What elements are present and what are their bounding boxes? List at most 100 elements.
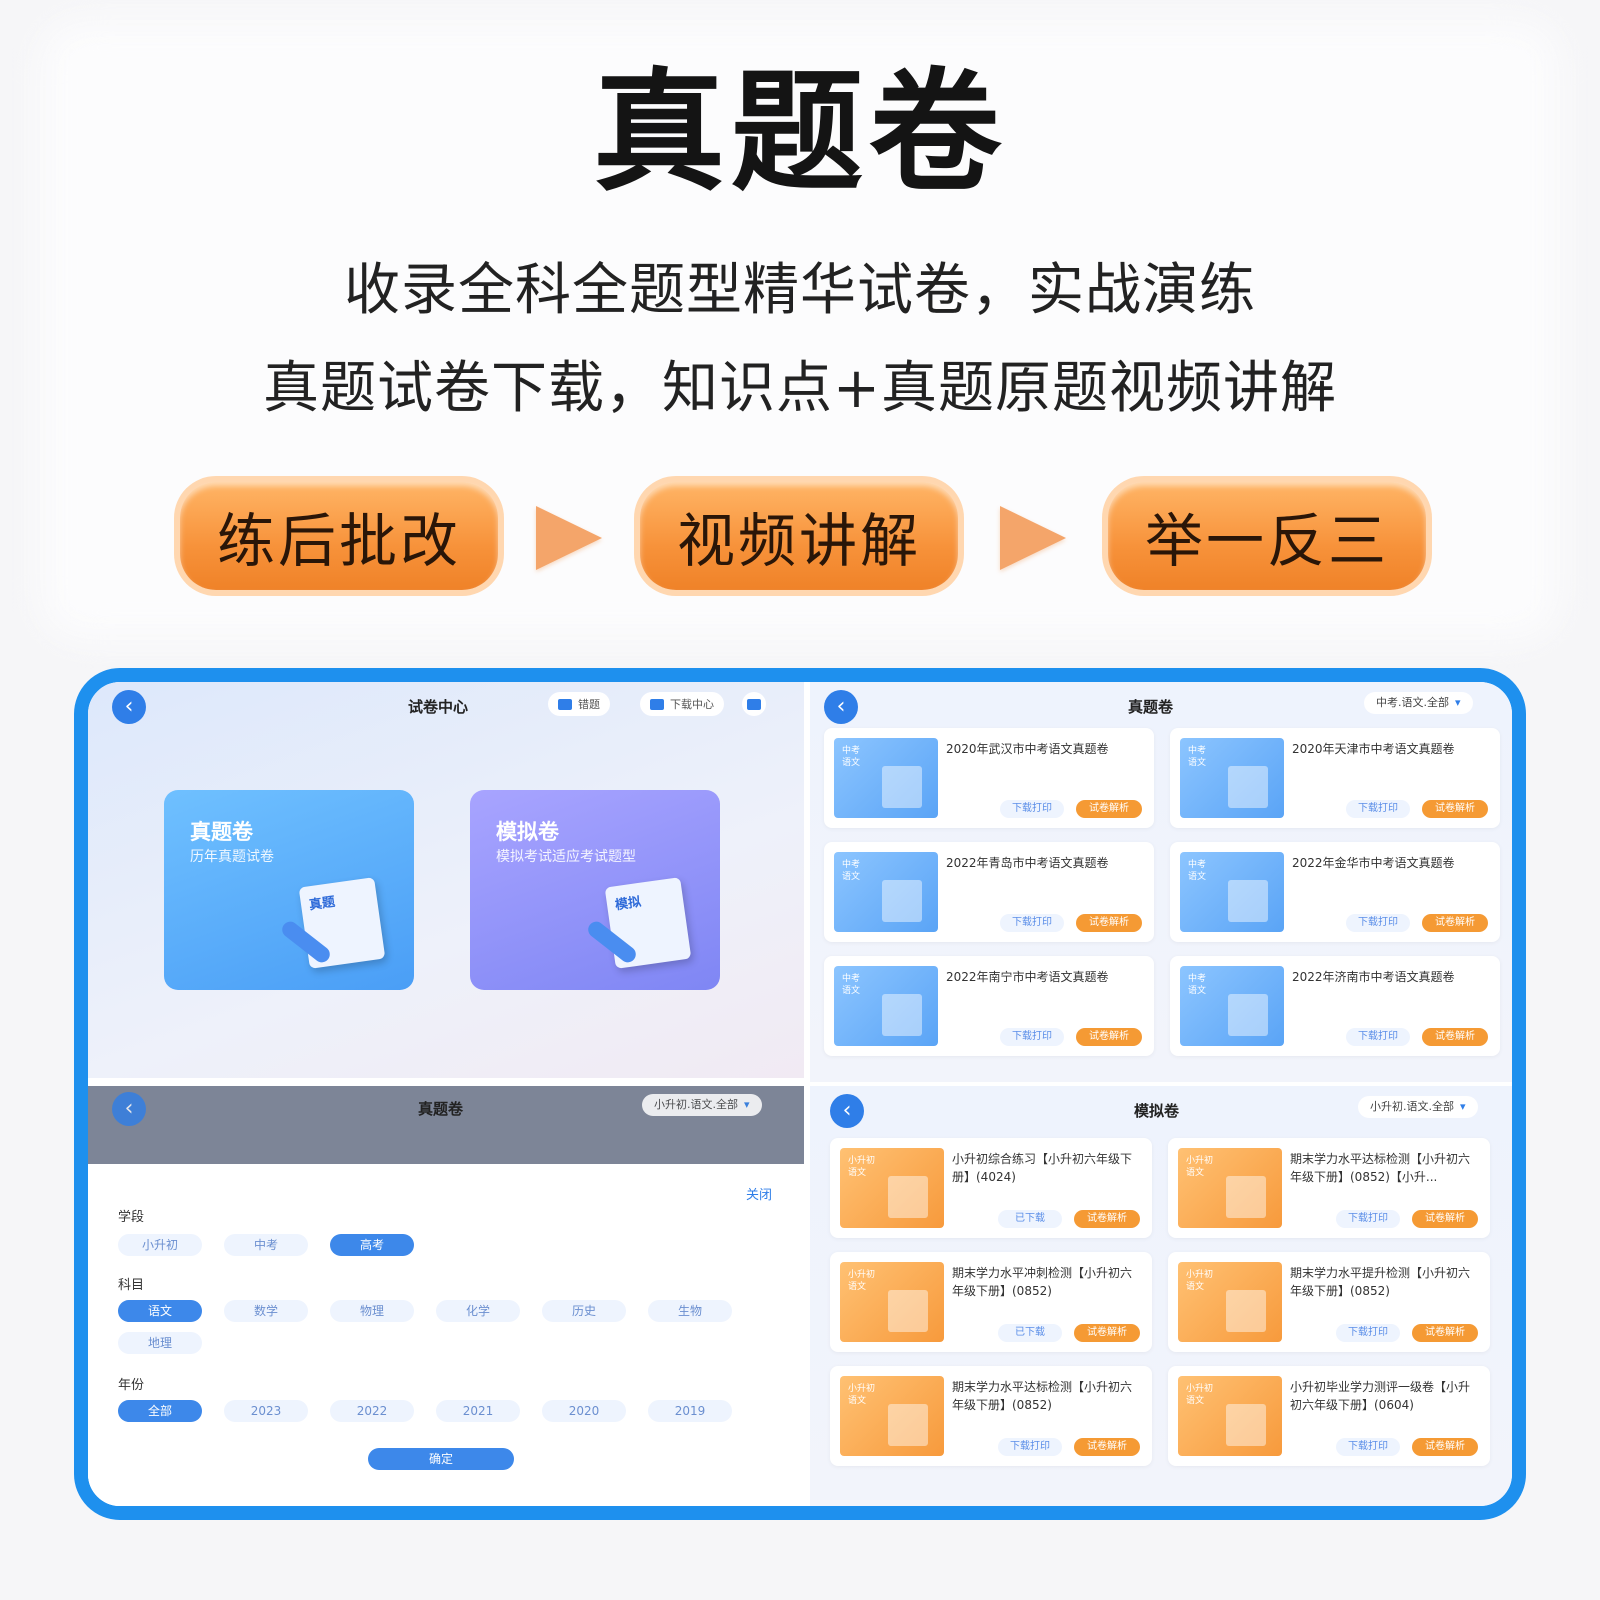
download-button[interactable]: 下载打印 <box>1000 914 1064 932</box>
answer-button[interactable]: 试卷解析 <box>1422 1028 1488 1046</box>
download-button[interactable]: 下载打印 <box>998 1438 1062 1456</box>
exam-card[interactable]: 小升初 语文期末学力水平达标检测【小升初六年级下册】(0852)【小升...下载… <box>1168 1138 1490 1238</box>
subject-tag: 小升初 语文 <box>1186 1384 1214 1406</box>
download-button[interactable]: 下载打印 <box>1336 1324 1400 1342</box>
step-pill-3: 举一反三 <box>1108 482 1426 590</box>
download-button[interactable]: 下载打印 <box>1346 800 1410 818</box>
dim-overlay: ‹ 真题卷 小升初.语文.全部 <box>88 1086 804 1164</box>
subject-option[interactable]: 语文 <box>118 1300 202 1322</box>
year-option[interactable]: 2020 <box>542 1400 626 1422</box>
exam-title: 期末学力水平提升检测【小升初六年级下册】(0852) <box>1290 1266 1471 1298</box>
answer-button[interactable]: 试卷解析 <box>1076 800 1142 818</box>
stage-option[interactable]: 小升初 <box>118 1234 202 1256</box>
filter-dropdown[interactable]: 小升初.语文.全部 <box>1358 1096 1478 1118</box>
profile-button[interactable] <box>742 692 766 716</box>
back-button[interactable]: ‹ <box>830 1094 864 1128</box>
back-button[interactable]: ‹ <box>112 690 146 724</box>
year-option[interactable]: 2021 <box>436 1400 520 1422</box>
answer-button[interactable]: 试卷解析 <box>1412 1438 1478 1456</box>
stage-option[interactable]: 中考 <box>224 1234 308 1256</box>
confirm-button[interactable]: 确定 <box>368 1448 514 1470</box>
exam-thumbnail: 小升初 语文 <box>1178 1376 1282 1456</box>
arrow-right-icon <box>536 506 602 570</box>
download-button[interactable]: 下载打印 <box>1346 1028 1410 1046</box>
download-button[interactable]: 下载打印 <box>1000 1028 1064 1046</box>
stage-label: 学段 <box>118 1210 145 1225</box>
filter-dropdown[interactable]: 中考.语文.全部 <box>1364 692 1473 714</box>
subject-tag: 小升初 语文 <box>848 1156 876 1178</box>
back-button[interactable]: ‹ <box>112 1092 146 1126</box>
close-button[interactable]: 关闭 <box>745 1188 772 1203</box>
paper-icon <box>1226 1176 1266 1218</box>
exam-title: 期末学力水平达标检测【小升初六年级下册】(0852)【小升... <box>1290 1152 1471 1184</box>
exam-card[interactable]: 小升初 语文 期末学力水平达标检测【小升初六年级下册】(0852) 下载打印试卷解析 <box>830 1366 1152 1466</box>
answer-button[interactable]: 试卷解析 <box>1074 1438 1140 1456</box>
year-option[interactable]: 2022 <box>330 1400 414 1422</box>
exam-thumbnail: 中考 语文 <box>1180 738 1284 818</box>
exam-card[interactable]: 小升初 语文期末学力水平提升检测【小升初六年级下册】(0852) 下载打印试卷解析 <box>1168 1252 1490 1352</box>
year-option[interactable]: 全部 <box>118 1400 202 1422</box>
answer-button[interactable]: 试卷解析 <box>1076 1028 1142 1046</box>
download-center-button[interactable]: 下载中心 <box>640 692 724 716</box>
exam-card[interactable]: 小升初 语文 小升初综合练习【小升初六年级下册】(4024) 已下载试卷解析 <box>830 1138 1152 1238</box>
back-button[interactable]: ‹ <box>824 690 858 724</box>
step-pill-2: 视频讲解 <box>640 482 958 590</box>
subject-option[interactable]: 物理 <box>330 1300 414 1322</box>
paper-icon <box>882 880 922 922</box>
year-option[interactable]: 2023 <box>224 1400 308 1422</box>
user-icon <box>747 698 761 710</box>
year-label: 年份 <box>118 1378 145 1393</box>
download-button[interactable]: 下载打印 <box>1336 1210 1400 1228</box>
answer-button[interactable]: 试卷解析 <box>1412 1210 1478 1228</box>
exam-title: 小升初综合练习【小升初六年级下册】(4024) <box>952 1152 1133 1184</box>
exam-title: 小升初毕业学力测评一级卷【小升初六年级下册】(0604) <box>1290 1380 1471 1412</box>
answer-button[interactable]: 试卷解析 <box>1422 914 1488 932</box>
subject-option[interactable]: 化学 <box>436 1300 520 1322</box>
mock-exam-card[interactable]: 模拟卷 模拟考试适应考试题型 模拟 <box>470 790 720 990</box>
subject-option[interactable]: 历史 <box>542 1300 626 1322</box>
download-button[interactable]: 下载打印 <box>1000 800 1064 818</box>
filter-dropdown[interactable]: 小升初.语文.全部 <box>642 1094 762 1116</box>
answer-button[interactable]: 试卷解析 <box>1074 1324 1140 1342</box>
page-title: 真题卷 <box>1128 698 1174 716</box>
paper-icon <box>888 1404 928 1446</box>
exam-title: 期末学力水平达标检测【小升初六年级下册】(0852) <box>952 1380 1133 1412</box>
exam-thumbnail: 小升初 语文 <box>1178 1262 1282 1342</box>
year-option[interactable]: 2019 <box>648 1400 732 1422</box>
subject-option[interactable]: 地理 <box>118 1332 202 1354</box>
real-exam-card[interactable]: 真题卷 历年真题试卷 真题 <box>164 790 414 990</box>
answer-button[interactable]: 试卷解析 <box>1074 1210 1140 1228</box>
exam-thumbnail: 中考 语文 <box>834 738 938 818</box>
exam-title: 2022年济南市中考语文真题卷 <box>1292 970 1455 984</box>
real-exam-list-panel: ‹ 真题卷 中考.语文.全部 中考 语文2020年武汉市中考语文真题卷下载打印试… <box>810 682 1512 1082</box>
answer-button[interactable]: 试卷解析 <box>1422 800 1488 818</box>
exam-thumbnail: 小升初 语文 <box>840 1148 944 1228</box>
download-button[interactable]: 下载打印 <box>1346 914 1410 932</box>
exam-card[interactable]: 小升初 语文 小升初毕业学力测评一级卷【小升初六年级下册】(0604) 下载打印试卷… <box>1168 1366 1490 1466</box>
exam-thumbnail: 小升初 语文 <box>840 1262 944 1342</box>
subject-option[interactable]: 生物 <box>648 1300 732 1322</box>
answer-button[interactable]: 试卷解析 <box>1076 914 1142 932</box>
answer-button[interactable]: 试卷解析 <box>1412 1324 1478 1342</box>
wrong-questions-button[interactable]: 错题 <box>548 692 610 716</box>
stage-option[interactable]: 高考 <box>330 1234 414 1256</box>
download-button[interactable]: 已下载 <box>998 1210 1062 1228</box>
download-button[interactable]: 下载打印 <box>1336 1438 1400 1456</box>
exam-thumbnail: 中考 语文 <box>834 852 938 932</box>
page-title: 试卷中心 <box>408 698 469 716</box>
download-button[interactable]: 已下载 <box>998 1324 1062 1342</box>
exam-thumbnail: 小升初 语文 <box>840 1376 944 1456</box>
exam-card[interactable]: 小升初 语文期末学力水平冲刺检测【小升初六年级下册】(0852)已下载试卷解析 <box>830 1252 1152 1352</box>
folder-icon <box>650 698 664 710</box>
subject-tag: 小升初 语文 <box>848 1384 876 1406</box>
subject-option[interactable]: 数学 <box>224 1300 308 1322</box>
